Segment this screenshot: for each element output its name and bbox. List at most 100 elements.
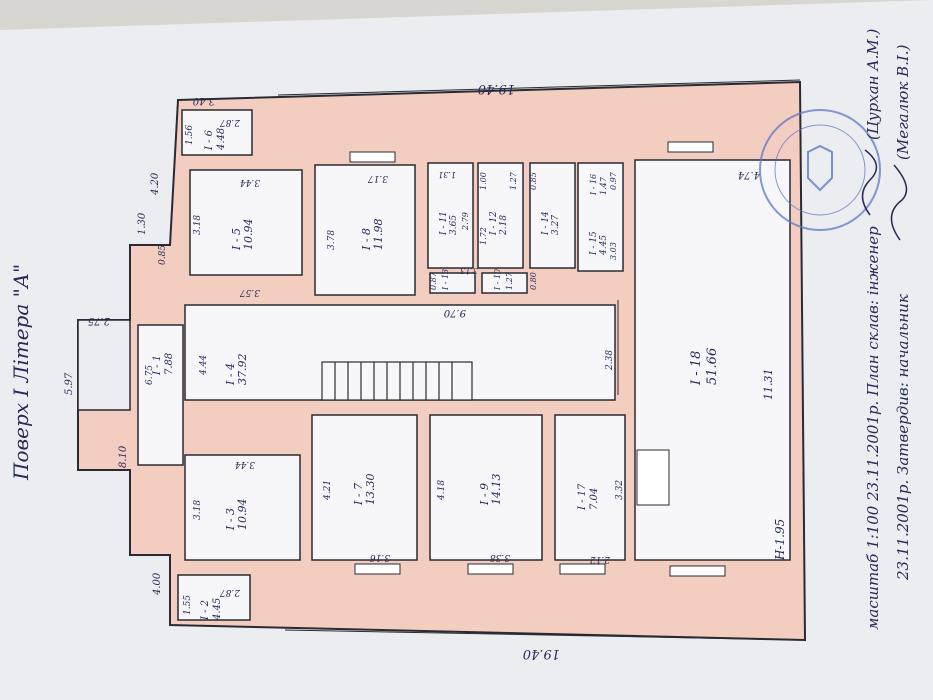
dim-r12-b: 1.72 [479, 227, 488, 245]
room-14-area: 3.27 [551, 215, 561, 235]
dimension-lines [277, 79, 806, 641]
room-1-num: I - 1 [152, 355, 163, 376]
dim-porch-length: 5.97 [64, 372, 75, 395]
footer-sign1: (Цурхан А.М.) [864, 28, 882, 140]
dim-r12-a: 1.00 [479, 172, 488, 190]
dim-r18-c: 2.38 [605, 350, 615, 371]
room-9-area: 14.13 [490, 474, 503, 506]
room-12-num: I - 12 [489, 211, 499, 236]
rooms-group [77, 109, 791, 621]
room-10-num: I - 10 [493, 269, 502, 291]
dim-r3-a: 3.44 [235, 459, 255, 469]
plan-drawing [77, 79, 807, 642]
room-3-area: 10.94 [236, 499, 249, 531]
dim-r12-c: 1.27 [509, 171, 518, 190]
dim-r5-a: 3.44 [240, 177, 260, 187]
room-dimension-labels: 1.56 2.87 3.44 3.18 3.57 3.17 3.78 1.31 … [145, 117, 775, 615]
dim-r8-b: 3.78 [327, 230, 337, 250]
dim-r6-a: 1.56 [185, 125, 195, 145]
room-8-area: 11.98 [372, 219, 385, 251]
room-17 [554, 414, 626, 561]
dim-r17-a: 3.32 [615, 480, 625, 500]
room-17-area: 7.04 [589, 488, 600, 510]
dim-r9-b: 3.38 [490, 552, 510, 562]
trident-icon [807, 144, 833, 192]
dim-small-top-right: 0.85 [158, 245, 168, 265]
dim-left-stub-mid: 1.30 [137, 212, 148, 235]
room-2 [177, 574, 251, 621]
room-9-num: I - 9 [478, 483, 491, 506]
room-6-num: I - 6 [204, 129, 215, 151]
room-16-num: I - 16 [589, 174, 598, 196]
dim-r1-a: 6.75 [145, 365, 155, 385]
room-5 [189, 169, 303, 276]
room-11-num: I - 11 [439, 211, 449, 236]
dim-left-tower-bottom: 4.00 [152, 572, 163, 596]
dim-bottom-overall: 19.40 [523, 646, 560, 661]
dim-r11-b: 2.79 [461, 212, 470, 231]
room-4-num: I - 4 [224, 363, 237, 386]
dim-left-stub-top: 4.20 [150, 172, 161, 196]
room-15-num: I - 15 [589, 231, 599, 256]
dim-r5-c: 3.57 [240, 287, 260, 297]
signature-2 [890, 164, 908, 241]
dim-r7-b: 3.16 [370, 552, 390, 562]
dim-r15-a: 3.03 [609, 242, 618, 260]
dim-r6-b: 2.87 [220, 117, 241, 127]
dim-r5-b: 3.18 [193, 215, 203, 235]
stamp-seal [759, 109, 881, 231]
room-15-area: 4.45 [599, 235, 609, 256]
signature-1 [861, 149, 878, 216]
room-15 [577, 162, 624, 272]
room-labels: I - 6 4.48 I - 5 10.94 I - 8 11.98 I - 1… [152, 128, 720, 621]
room-18-area: 51.66 [705, 348, 720, 385]
footer-sign2: (Мегалюк В.І.) [894, 44, 912, 160]
dim-r13-b: 3.13 [460, 266, 478, 275]
room-4-area: 37.92 [236, 354, 249, 386]
room-1 [137, 324, 184, 466]
room-8 [314, 164, 416, 296]
dim-r14-b: 0.80 [529, 272, 538, 290]
room-11-area: 3.65 [449, 215, 459, 235]
sheet-title: Поверх І Літера "А" [9, 264, 33, 481]
dim-top-overall: 19.40 [478, 81, 515, 96]
dim-r7-a: 4.21 [323, 480, 333, 501]
room-2-num: I - 2 [200, 600, 211, 621]
dim-r9-a: 4.18 [437, 480, 447, 501]
dim-r18-b: 11.31 [762, 369, 775, 401]
dim-r2-b: 2.87 [220, 587, 241, 597]
room-17-num: I - 17 [577, 483, 588, 511]
dim-r3-b: 3.18 [193, 500, 203, 520]
room-7-area: 13.30 [364, 474, 377, 506]
dim-corridor-length: 9.70 [443, 307, 466, 318]
height-note: H-1.95 [773, 519, 787, 561]
dim-r18-a: 4.74 [738, 169, 761, 180]
dim-gap-left-porch: 8.10 [118, 445, 129, 468]
room-6-area: 4.48 [216, 128, 227, 151]
room-10 [481, 272, 528, 294]
staircase [321, 361, 473, 401]
dim-r10-a: 1.27 [505, 271, 514, 290]
room-7-num: I - 7 [352, 483, 365, 506]
dim-r11-a: 1.31 [438, 170, 456, 179]
room-5-area: 10.94 [242, 219, 255, 251]
dim-r17-b: 2.12 [590, 554, 611, 564]
room-16-area: 1.47 [599, 176, 608, 195]
room-2-area: 4.45 [212, 598, 223, 621]
room-9 [429, 414, 543, 561]
room-14-num: I - 14 [541, 211, 551, 236]
dim-r14-a: 0.85 [529, 172, 538, 190]
footer-line1: масштаб 1:100 23.11.2001р. План склав: і… [864, 226, 882, 630]
room-6 [181, 109, 253, 156]
room-3 [184, 454, 301, 561]
dim-r8-a: 3.17 [368, 173, 388, 183]
porch [77, 319, 131, 411]
room-13 [429, 272, 476, 294]
room-14 [529, 162, 576, 269]
room-1-area: 7.88 [164, 353, 175, 375]
dim-r4-a: 4.44 [199, 355, 209, 376]
room-8-num: I - 8 [360, 228, 373, 251]
room-3-num: I - 3 [224, 508, 237, 531]
room-5-num: I - 5 [230, 228, 243, 251]
